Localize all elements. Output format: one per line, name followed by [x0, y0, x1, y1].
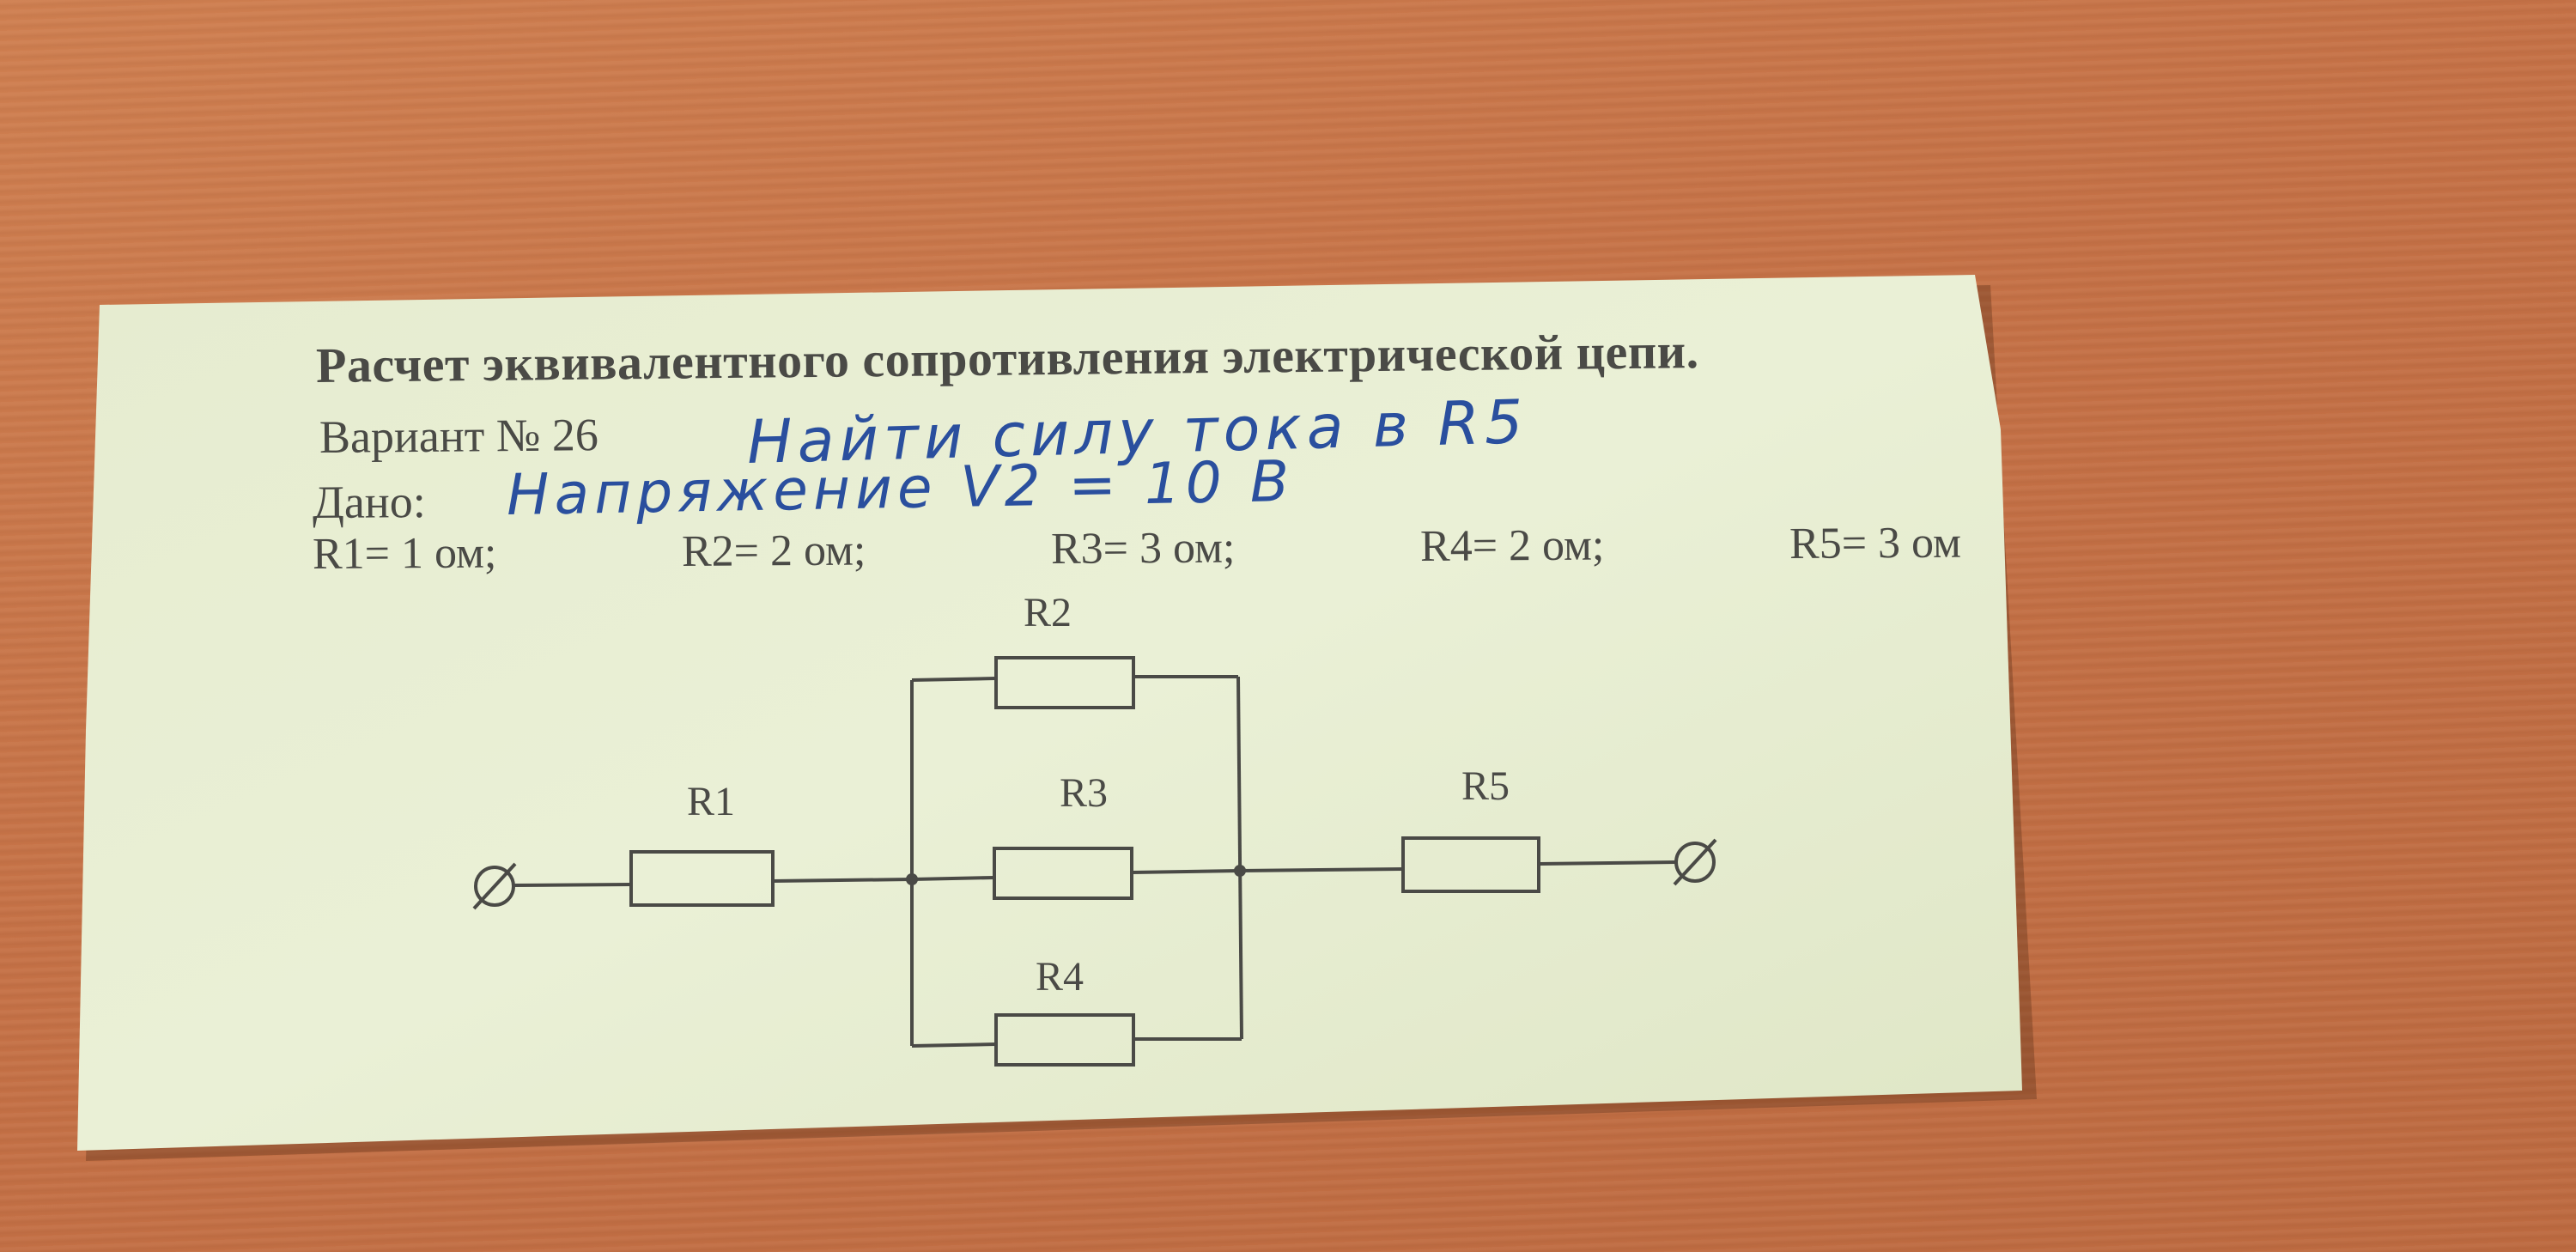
- wire-left: [513, 883, 632, 887]
- label-r5: R5: [1461, 763, 1510, 809]
- junction-right: [1234, 865, 1246, 877]
- given-label: Дано:: [312, 476, 426, 528]
- junction-left: [906, 873, 918, 885]
- wire-r1-node: [772, 878, 913, 883]
- param-r4: R4= 2 ом;: [1419, 520, 1605, 571]
- param-r2: R2= 2 ом;: [681, 526, 866, 576]
- param-r3: R3= 3 ом;: [1050, 523, 1236, 574]
- wire-r2-left: [911, 677, 997, 682]
- paper-body: [77, 275, 2022, 1151]
- label-r3: R3: [1060, 770, 1109, 816]
- wire-right: [1538, 860, 1677, 866]
- label-r1: R1: [687, 779, 736, 824]
- param-r1: R1= 1 ом;: [312, 528, 497, 579]
- right-terminal-icon: [1674, 842, 1716, 883]
- sheet-title: Расчет эквивалентного сопротивления элек…: [315, 323, 1699, 393]
- label-r4: R4: [1036, 954, 1084, 1000]
- right-terminal-slash: [1673, 838, 1717, 886]
- wire-r3-right: [1131, 869, 1241, 874]
- left-terminal-slash: [472, 862, 517, 910]
- wire-r3-left: [911, 876, 995, 881]
- resistance-values: R1= 1 ом; R2= 2 ом; R3= 3 ом; R4= 2 ом; …: [313, 518, 1961, 580]
- left-terminal-icon: [474, 866, 515, 907]
- variant-label: Вариант № 26: [319, 409, 599, 463]
- wire-r4-left: [911, 1042, 997, 1048]
- bus-right: [1236, 676, 1243, 1040]
- label-r2: R2: [1024, 590, 1072, 635]
- param-r5: R5= 3 ом: [1789, 518, 1962, 568]
- resistor-r2: [994, 656, 1135, 709]
- resistor-r1: [629, 850, 775, 907]
- resistor-r3: [993, 847, 1133, 900]
- wire-node-r5: [1239, 867, 1404, 872]
- handwritten-given: Напряжение V2 = 10 В: [506, 447, 1295, 528]
- resistor-r5: [1401, 836, 1540, 893]
